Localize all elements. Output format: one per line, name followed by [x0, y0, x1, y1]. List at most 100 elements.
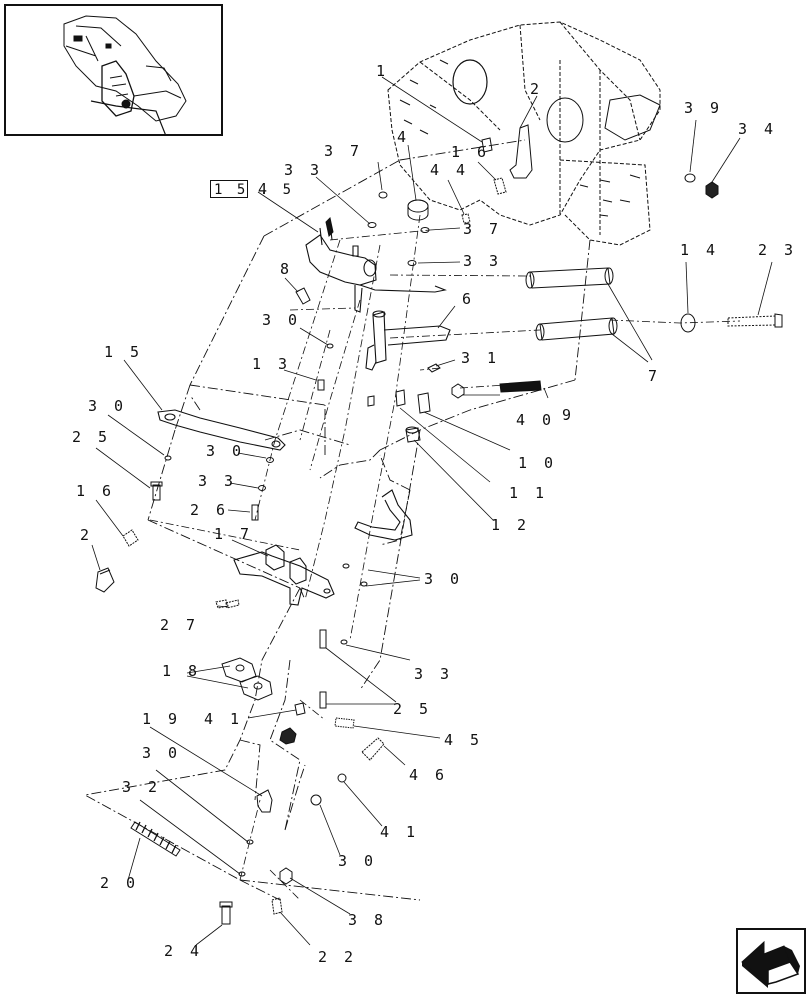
- bushing-41-upper: [295, 703, 305, 715]
- bolt-26: [252, 505, 258, 520]
- clip-31: [428, 364, 440, 372]
- callout-30: 3 0: [88, 397, 128, 415]
- shaft-lower: [536, 318, 617, 340]
- bolt-25-lower-b: [320, 692, 326, 708]
- frame-port-hole: [453, 60, 487, 104]
- callout-46: 4 6: [409, 766, 449, 784]
- callout-32: 3 2: [122, 778, 162, 796]
- callout-22: 2 2: [318, 948, 358, 966]
- fitting-46: [362, 738, 384, 760]
- washer-14: [681, 314, 695, 332]
- callout-31: 3 1: [461, 349, 501, 367]
- callout-41: 4 1: [204, 710, 244, 728]
- callout-33: 3 3: [414, 665, 454, 683]
- callout-25: 2 5: [393, 700, 433, 718]
- callout-54: 4: [258, 180, 272, 198]
- bolt-25-lower-a: [320, 630, 326, 648]
- inset-drawing: [6, 6, 221, 134]
- washer-30-right-a: [343, 564, 349, 568]
- callout-17: 1 7: [214, 525, 254, 543]
- washer-33-upper: [368, 223, 376, 228]
- callout-23: 2 3: [758, 241, 798, 259]
- callout-44: 4 4: [430, 161, 470, 179]
- callout-20: 2 0: [100, 874, 140, 892]
- callout-1: 1: [376, 62, 390, 80]
- pulley-18-upper: [222, 658, 256, 682]
- callout-6: 6: [462, 290, 476, 308]
- callout-2: 2: [530, 80, 544, 98]
- bushing-13: [318, 380, 324, 390]
- callout-30: 3 0: [262, 311, 302, 329]
- washer-33-mid: [408, 261, 416, 266]
- arrow-icon: [738, 930, 800, 988]
- callout-38: 3 8: [348, 911, 388, 929]
- bolt-54: [326, 218, 333, 236]
- bolt-24: [220, 902, 232, 924]
- callout-30: 3 0: [142, 744, 182, 762]
- bushing-12: [406, 428, 420, 442]
- link-plate-15: [158, 410, 285, 450]
- bolt-22: [272, 898, 282, 914]
- frame-round-opening: [547, 98, 583, 142]
- shaft-upper: [526, 268, 613, 288]
- pulley-18-lower: [240, 676, 272, 700]
- callout-41: 4 1: [380, 823, 420, 841]
- callout-26: 2 6: [190, 501, 230, 519]
- hook-bracket: [355, 490, 412, 540]
- callout-7: 7: [648, 367, 662, 385]
- reference-page-box[interactable]: 1 5 . 5: [210, 180, 291, 198]
- callout-15: 1 5: [104, 343, 144, 361]
- callout-13: 1 3: [252, 355, 292, 373]
- nut-lower: [280, 728, 296, 744]
- washer-30-bottom: [247, 840, 253, 844]
- callout-40: 4 0: [516, 411, 556, 429]
- hose-2-lower: [96, 568, 114, 592]
- location-inset-thumbnail: [4, 4, 223, 136]
- washer-30-right-b: [361, 582, 367, 586]
- bolt-25-left: [151, 482, 162, 500]
- callout-45: 4 5: [444, 731, 484, 749]
- washer-32: [239, 872, 245, 876]
- washer-30-mid: [267, 458, 274, 463]
- frame-bracket-right: [605, 95, 660, 140]
- washer-41-lower: [338, 774, 346, 782]
- callout-16: 1 6: [76, 482, 116, 500]
- callout-12: 1 2: [491, 516, 531, 534]
- nut-34: [706, 182, 718, 198]
- callout-27: 2 7: [160, 616, 200, 634]
- inset-frame-body: [64, 16, 186, 121]
- leader-7: [608, 284, 652, 362]
- washer-30-upper: [327, 344, 333, 348]
- washer-37-upper: [379, 192, 387, 198]
- pin-8: [296, 288, 310, 304]
- nut-38: [280, 868, 292, 884]
- leader-lines: [92, 77, 772, 945]
- lever-arm-6: [366, 311, 450, 370]
- hose-2-upper: [510, 125, 532, 178]
- callout-37: 3 7: [324, 142, 364, 160]
- callout-37: 3 7: [463, 220, 503, 238]
- callout-8: 8: [280, 260, 294, 278]
- mount-bracket-17: [234, 545, 334, 605]
- bolt-27: [216, 600, 239, 608]
- callout-30: 3 0: [206, 442, 246, 460]
- previous-page-arrow-icon[interactable]: [736, 928, 806, 994]
- callout-11: 1 1: [509, 484, 549, 502]
- axis-lines: [150, 215, 740, 900]
- grease-fitting-1: [482, 138, 492, 152]
- callout-14: 1 4: [680, 241, 720, 259]
- washer-37-lower: [421, 228, 429, 233]
- spring-20: [131, 822, 180, 856]
- callout-2: 2: [80, 526, 94, 544]
- spring-9: [500, 381, 541, 392]
- pin-44: [462, 214, 470, 223]
- callout-33: 3 3: [198, 472, 238, 490]
- spacer-10: [368, 396, 374, 406]
- callout-4: 4: [397, 128, 411, 146]
- washer-39: [685, 174, 695, 182]
- callout-33: 3 3: [463, 252, 503, 270]
- callout-33: 3 3: [284, 161, 324, 179]
- spring-45: [335, 718, 354, 728]
- spacer-11: [396, 390, 405, 406]
